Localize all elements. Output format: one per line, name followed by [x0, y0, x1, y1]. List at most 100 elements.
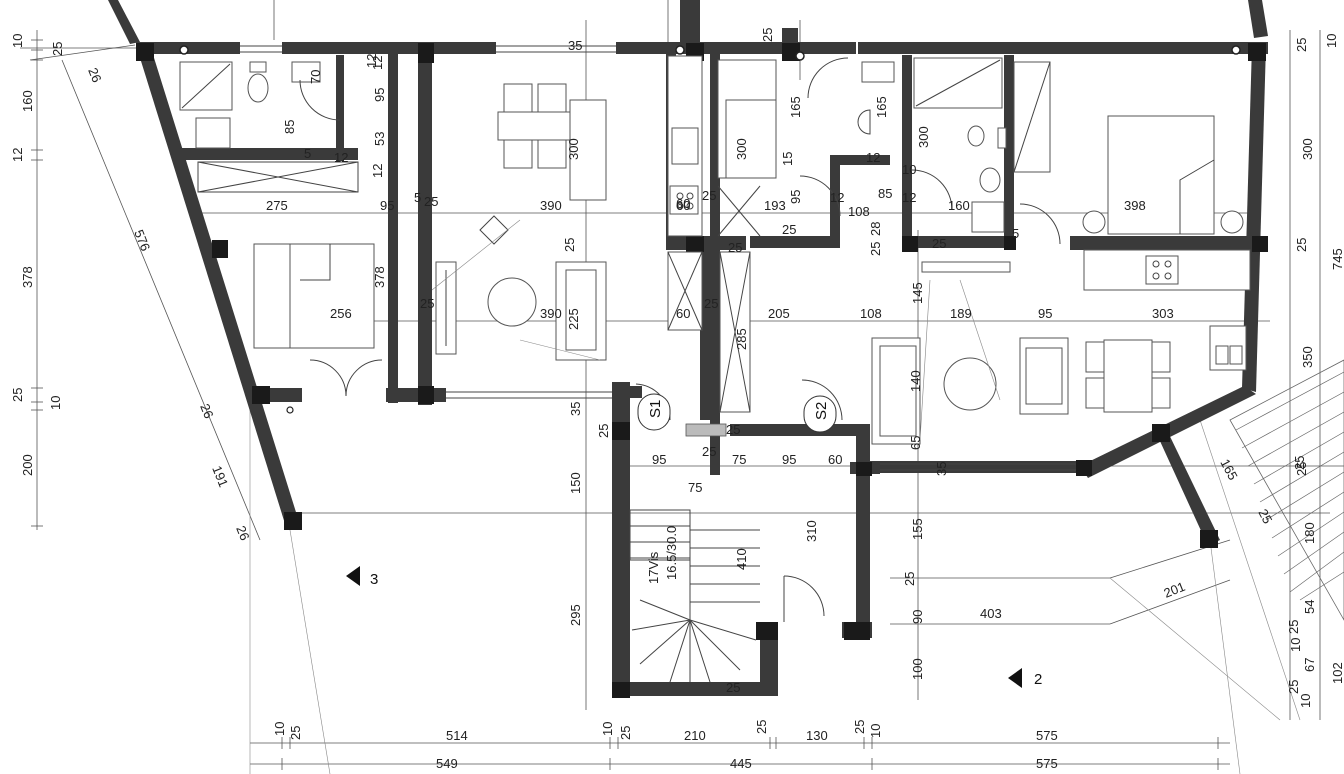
dim-150: 150 [568, 472, 583, 494]
dim-diag-4: 191 [209, 464, 231, 490]
section-3-label: 3 [370, 571, 378, 588]
dim-s19: 85 [878, 186, 892, 201]
dim-s30: 35 [568, 402, 583, 416]
dim-right-11: 10 [1288, 638, 1303, 652]
dim-s28: 25 [728, 240, 742, 255]
stair-markers: S1 S2 17Vis 16.5/30.0 [637, 393, 837, 584]
dim-189: 189 [950, 306, 972, 321]
dim-b1-8: 130 [806, 728, 828, 743]
dim-s24: 25 [932, 236, 946, 251]
dim-diag-1: 26 [85, 66, 104, 85]
dim-s13: 60 [676, 196, 690, 211]
dim-300-a: 300 [566, 138, 581, 160]
dim-145: 145 [910, 282, 925, 304]
dim-left-1: 10 [10, 34, 25, 48]
dim-b1-2: 25 [288, 726, 303, 740]
dim-225: 225 [566, 308, 581, 330]
dim-right-5: 745 [1330, 248, 1344, 270]
dim-left-6: 25 [10, 388, 25, 402]
dim-right-10: 54 [1302, 600, 1317, 614]
dim-s18: 10 [902, 162, 916, 177]
dim-right-4: 25 [1294, 238, 1309, 252]
dim-right-14: 25 [1286, 680, 1301, 694]
dim-410: 410 [734, 548, 749, 570]
dim-165-a: 165 [788, 96, 803, 118]
dim-diag-5: 26 [233, 524, 252, 543]
dim-s6: 12 [370, 164, 385, 178]
dim-75: 75 [732, 452, 746, 467]
dim-256: 256 [330, 306, 352, 321]
dim-right-15: 10 [1298, 694, 1313, 708]
dim-303: 303 [1152, 306, 1174, 321]
dim-left-8: 200 [20, 454, 35, 476]
fixture-circles [179, 45, 1241, 414]
dim-diag-2: 576 [131, 228, 153, 254]
dim-155: 155 [910, 518, 925, 540]
dim-b2-3: 575 [1036, 756, 1058, 771]
dim-s4: 5 [304, 146, 311, 161]
dim-left-5: 378 [20, 266, 35, 288]
stair-text-2: 16.5/30.0 [664, 526, 679, 580]
dim-b1-5: 25 [618, 726, 633, 740]
dim-right-7: 25 [1294, 462, 1309, 476]
dim-s2: 95 [380, 198, 394, 213]
dim-s37: 25 [726, 422, 740, 437]
dim-s17: 12 [866, 150, 880, 165]
dim-left-2: 25 [50, 42, 65, 56]
dim-160: 160 [948, 198, 970, 213]
dim-403: 403 [980, 606, 1002, 621]
dim-s12: 25 [702, 188, 716, 203]
appliance-label: 60 [676, 198, 690, 213]
dim-95-a: 95 [372, 88, 387, 102]
dim-s27: 25 [782, 222, 796, 237]
dim-140: 140 [908, 370, 923, 392]
dim-193: 193 [764, 198, 786, 213]
dim-left-4: 12 [10, 148, 25, 162]
section-2-arrow [1008, 668, 1022, 688]
dim-s10: 25 [420, 296, 434, 311]
dim-right-2: 10 [1324, 34, 1339, 48]
terrain-hatch [1229, 359, 1344, 621]
s1-label: S1 [647, 400, 664, 418]
dim-s32: 95 [652, 452, 666, 467]
dim-s8: 5 [414, 190, 421, 205]
dim-right-3: 300 [1300, 138, 1315, 160]
s1-marker [637, 393, 671, 431]
dim-s34: 75 [688, 480, 702, 495]
dim-s11: 25 [562, 238, 577, 252]
dim-right-12: 67 [1302, 658, 1317, 672]
dim-s35: 95 [782, 452, 796, 467]
columns [136, 43, 1268, 698]
dim-b1-9: 25 [852, 720, 867, 734]
dim-s21: 5 [1012, 226, 1019, 241]
dim-285: 285 [734, 328, 749, 350]
dim-b1-6: 210 [684, 728, 706, 743]
walls [108, 0, 1268, 696]
dim-left-7: 10 [48, 396, 63, 410]
dim-s38: 25 [726, 680, 740, 695]
dimension-text: 10 25 160 12 378 25 10 200 26 576 26 191… [10, 28, 1344, 771]
dim-s20: 12 [902, 190, 916, 205]
dim-s31: 25 [596, 424, 611, 438]
dim-108-a: 108 [848, 204, 870, 219]
dim-s26: 25 [760, 28, 775, 42]
dim-300-c: 300 [916, 126, 931, 148]
dim-70: 70 [308, 70, 323, 84]
s2-marker [803, 395, 837, 433]
dim-s1: 12 [364, 54, 379, 68]
dim-b2-2: 445 [730, 756, 752, 771]
dim-s43: 12 [370, 56, 385, 70]
dim-s29: 25 [704, 296, 718, 311]
dim-b1-10: 10 [868, 724, 883, 738]
dim-b1-7: 25 [754, 720, 769, 734]
dim-108-b: 108 [860, 306, 882, 321]
dim-right-6: 350 [1300, 346, 1315, 368]
dim-398: 398 [1124, 198, 1146, 213]
dim-165-c: 165 [1217, 456, 1240, 482]
furniture [179, 55, 1251, 683]
dim-s42: 35 [934, 462, 949, 476]
dim-s40: 25 [1292, 456, 1307, 470]
dim-s5: 12 [334, 150, 348, 165]
dim-165-b: 165 [874, 96, 889, 118]
dim-390-a: 390 [540, 198, 562, 213]
